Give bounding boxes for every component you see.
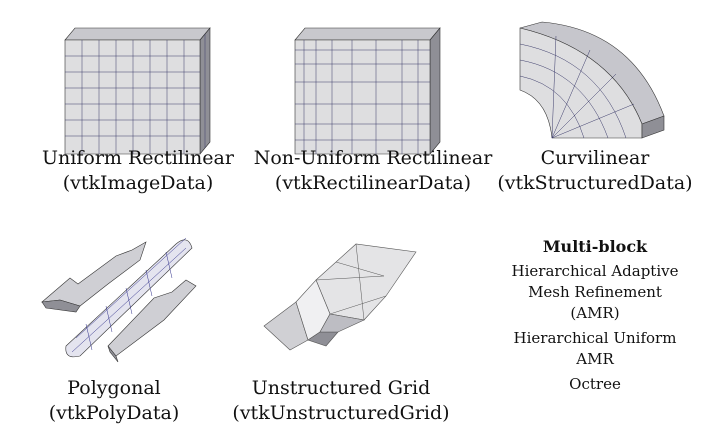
- nonuniform-rectilinear-grid-image: [294, 27, 441, 155]
- polygonal-data-image: [41, 237, 197, 363]
- multiblock-list: Multi-block Hierarchical Adaptive Mesh R…: [480, 236, 710, 399]
- multiblock-item-uniform-amr: Hierarchical Uniform AMR: [513, 329, 677, 368]
- panel-caption-unstructured: Unstructured Grid (vtkUnstructuredGrid): [226, 376, 456, 426]
- panel-caption-uniform: Uniform Rectilinear (vtkImageData): [28, 146, 248, 196]
- panel-title: Uniform Rectilinear: [42, 147, 234, 169]
- multiblock-heading: Multi-block: [542, 237, 648, 256]
- multiblock-item-octree: Octree: [569, 375, 621, 393]
- curvilinear-grid-image: [519, 21, 665, 139]
- panel-title: Polygonal: [67, 377, 161, 399]
- panel-subtitle: (vtkStructuredData): [497, 172, 693, 194]
- panel-caption-nonuniform: Non-Uniform Rectilinear (vtkRectilinearD…: [248, 146, 498, 196]
- panel-caption-polygonal: Polygonal (vtkPolyData): [14, 376, 214, 426]
- panel-subtitle: (vtkPolyData): [48, 402, 180, 424]
- panel-title: Non-Uniform Rectilinear: [253, 147, 493, 169]
- panel-subtitle: (vtkUnstructuredGrid): [232, 402, 450, 424]
- panel-caption-curvilinear: Curvilinear (vtkStructuredData): [490, 146, 700, 196]
- uniform-rectilinear-grid-image: [64, 27, 211, 155]
- panel-title: Unstructured Grid: [251, 377, 431, 399]
- panel-subtitle: (vtkRectilinearData): [274, 172, 472, 194]
- panel-subtitle: (vtkImageData): [62, 172, 214, 194]
- panel-title: Curvilinear: [540, 147, 650, 169]
- multiblock-item-amr: Hierarchical Adaptive Mesh Refinement (A…: [511, 262, 679, 322]
- unstructured-grid-image: [263, 243, 417, 351]
